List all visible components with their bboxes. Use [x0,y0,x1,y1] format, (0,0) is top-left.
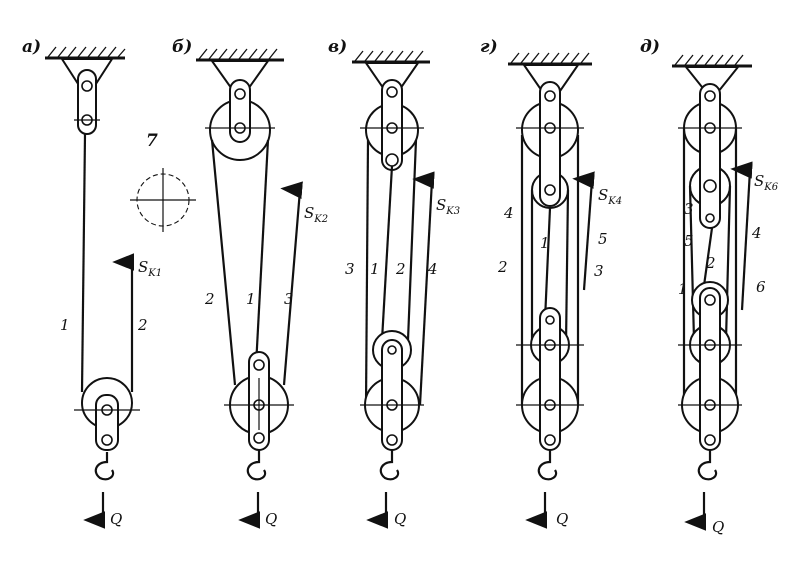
item-number: 7 [146,131,158,151]
panel-label: д) [640,37,660,57]
load-label: Q [712,518,724,536]
force-label: SK6 [754,172,779,193]
rope-3 [688,185,696,341]
force-label: SK3 [436,196,460,217]
rope-label: 1 [246,290,256,308]
axle [81,80,93,92]
panel-a: а) Q 1 2 SK1 7 [22,37,196,529]
ceiling [196,48,284,62]
force-label: SK1 [138,258,162,279]
lower-strap [381,339,403,451]
panel-v: в) Q 3 1 2 [328,37,460,529]
hook [379,450,400,481]
rope-1 [253,139,270,386]
ceiling [45,46,126,60]
rope-label: 3 [594,262,604,280]
force-label: SK2 [304,204,328,225]
panel-label: б) [172,37,192,57]
lower-strap [699,287,721,451]
rope-2 [406,139,418,341]
lower-strap [539,307,561,451]
load-label: Q [110,510,122,528]
rope-6 [730,161,753,311]
rope-label: 5 [684,232,694,250]
rope-label: 2 [497,258,508,276]
rope-label: 2 [204,290,215,308]
upper-strap [539,81,561,207]
ceiling [672,54,752,68]
panel-label: г) [480,37,498,57]
rope-label: 1 [540,234,550,252]
panel-label: а) [22,37,41,57]
rope-1 [380,165,394,341]
ceiling [352,50,430,64]
rope-label: 4 [427,260,438,278]
rope-1 [80,133,87,393]
load-label: Q [556,510,568,528]
hook [537,450,558,481]
rope-2 [210,139,237,386]
rope-1 [543,207,552,321]
load-label: Q [265,510,277,528]
rope-4 [724,185,732,341]
ceiling [508,52,592,66]
panel-label: в) [328,37,347,57]
rope-label: 3 [684,200,694,218]
pull-rope [572,171,595,291]
rope-label: 1 [60,316,70,334]
panel-d: д) [640,37,779,536]
rope-label: 2 [137,316,148,334]
rope-label: 3 [345,260,355,278]
rope-label: 2 [705,254,716,272]
rope-3 [364,139,370,406]
panel-b: б) Q 2 1 3 SK2 [172,37,328,529]
force-label: SK4 [598,186,622,207]
rope-label: 4 [503,204,514,222]
hook [246,450,267,481]
rope-label: 1 [678,280,688,298]
rope-3 [564,189,570,346]
rope-label: 1 [370,260,380,278]
rope-label: 5 [598,230,608,248]
rope-label: 6 [756,278,766,296]
rope-4 [412,171,435,406]
rope-3 [280,181,303,386]
rope-label: 4 [751,224,762,242]
load-label: Q [394,510,406,528]
rope-label: 2 [395,260,406,278]
panel-g: г) Q [480,37,622,529]
upper-strap [699,83,721,229]
rope-label: 3 [284,290,294,308]
hook [697,450,718,481]
hook [94,452,115,481]
